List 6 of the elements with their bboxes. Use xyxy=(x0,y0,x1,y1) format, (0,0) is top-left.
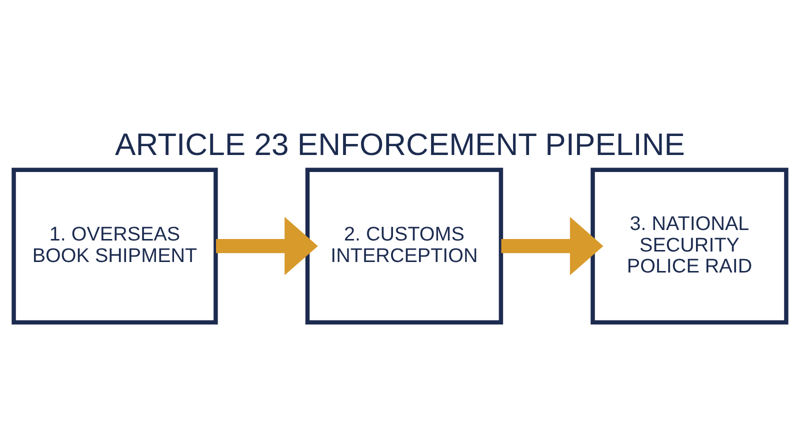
node-box: 2. CUSTOMS INTERCEPTION xyxy=(305,168,504,324)
node-box: 3. NATIONAL SECURITY POLICE RAID xyxy=(590,168,788,324)
arrow xyxy=(501,216,604,276)
diagram-title: ARTICLE 23 ENFORCEMENT PIPELINE xyxy=(115,127,685,162)
arrow xyxy=(216,216,318,276)
node-box: 1. OVERSEAS BOOK SHIPMENT xyxy=(12,168,218,324)
